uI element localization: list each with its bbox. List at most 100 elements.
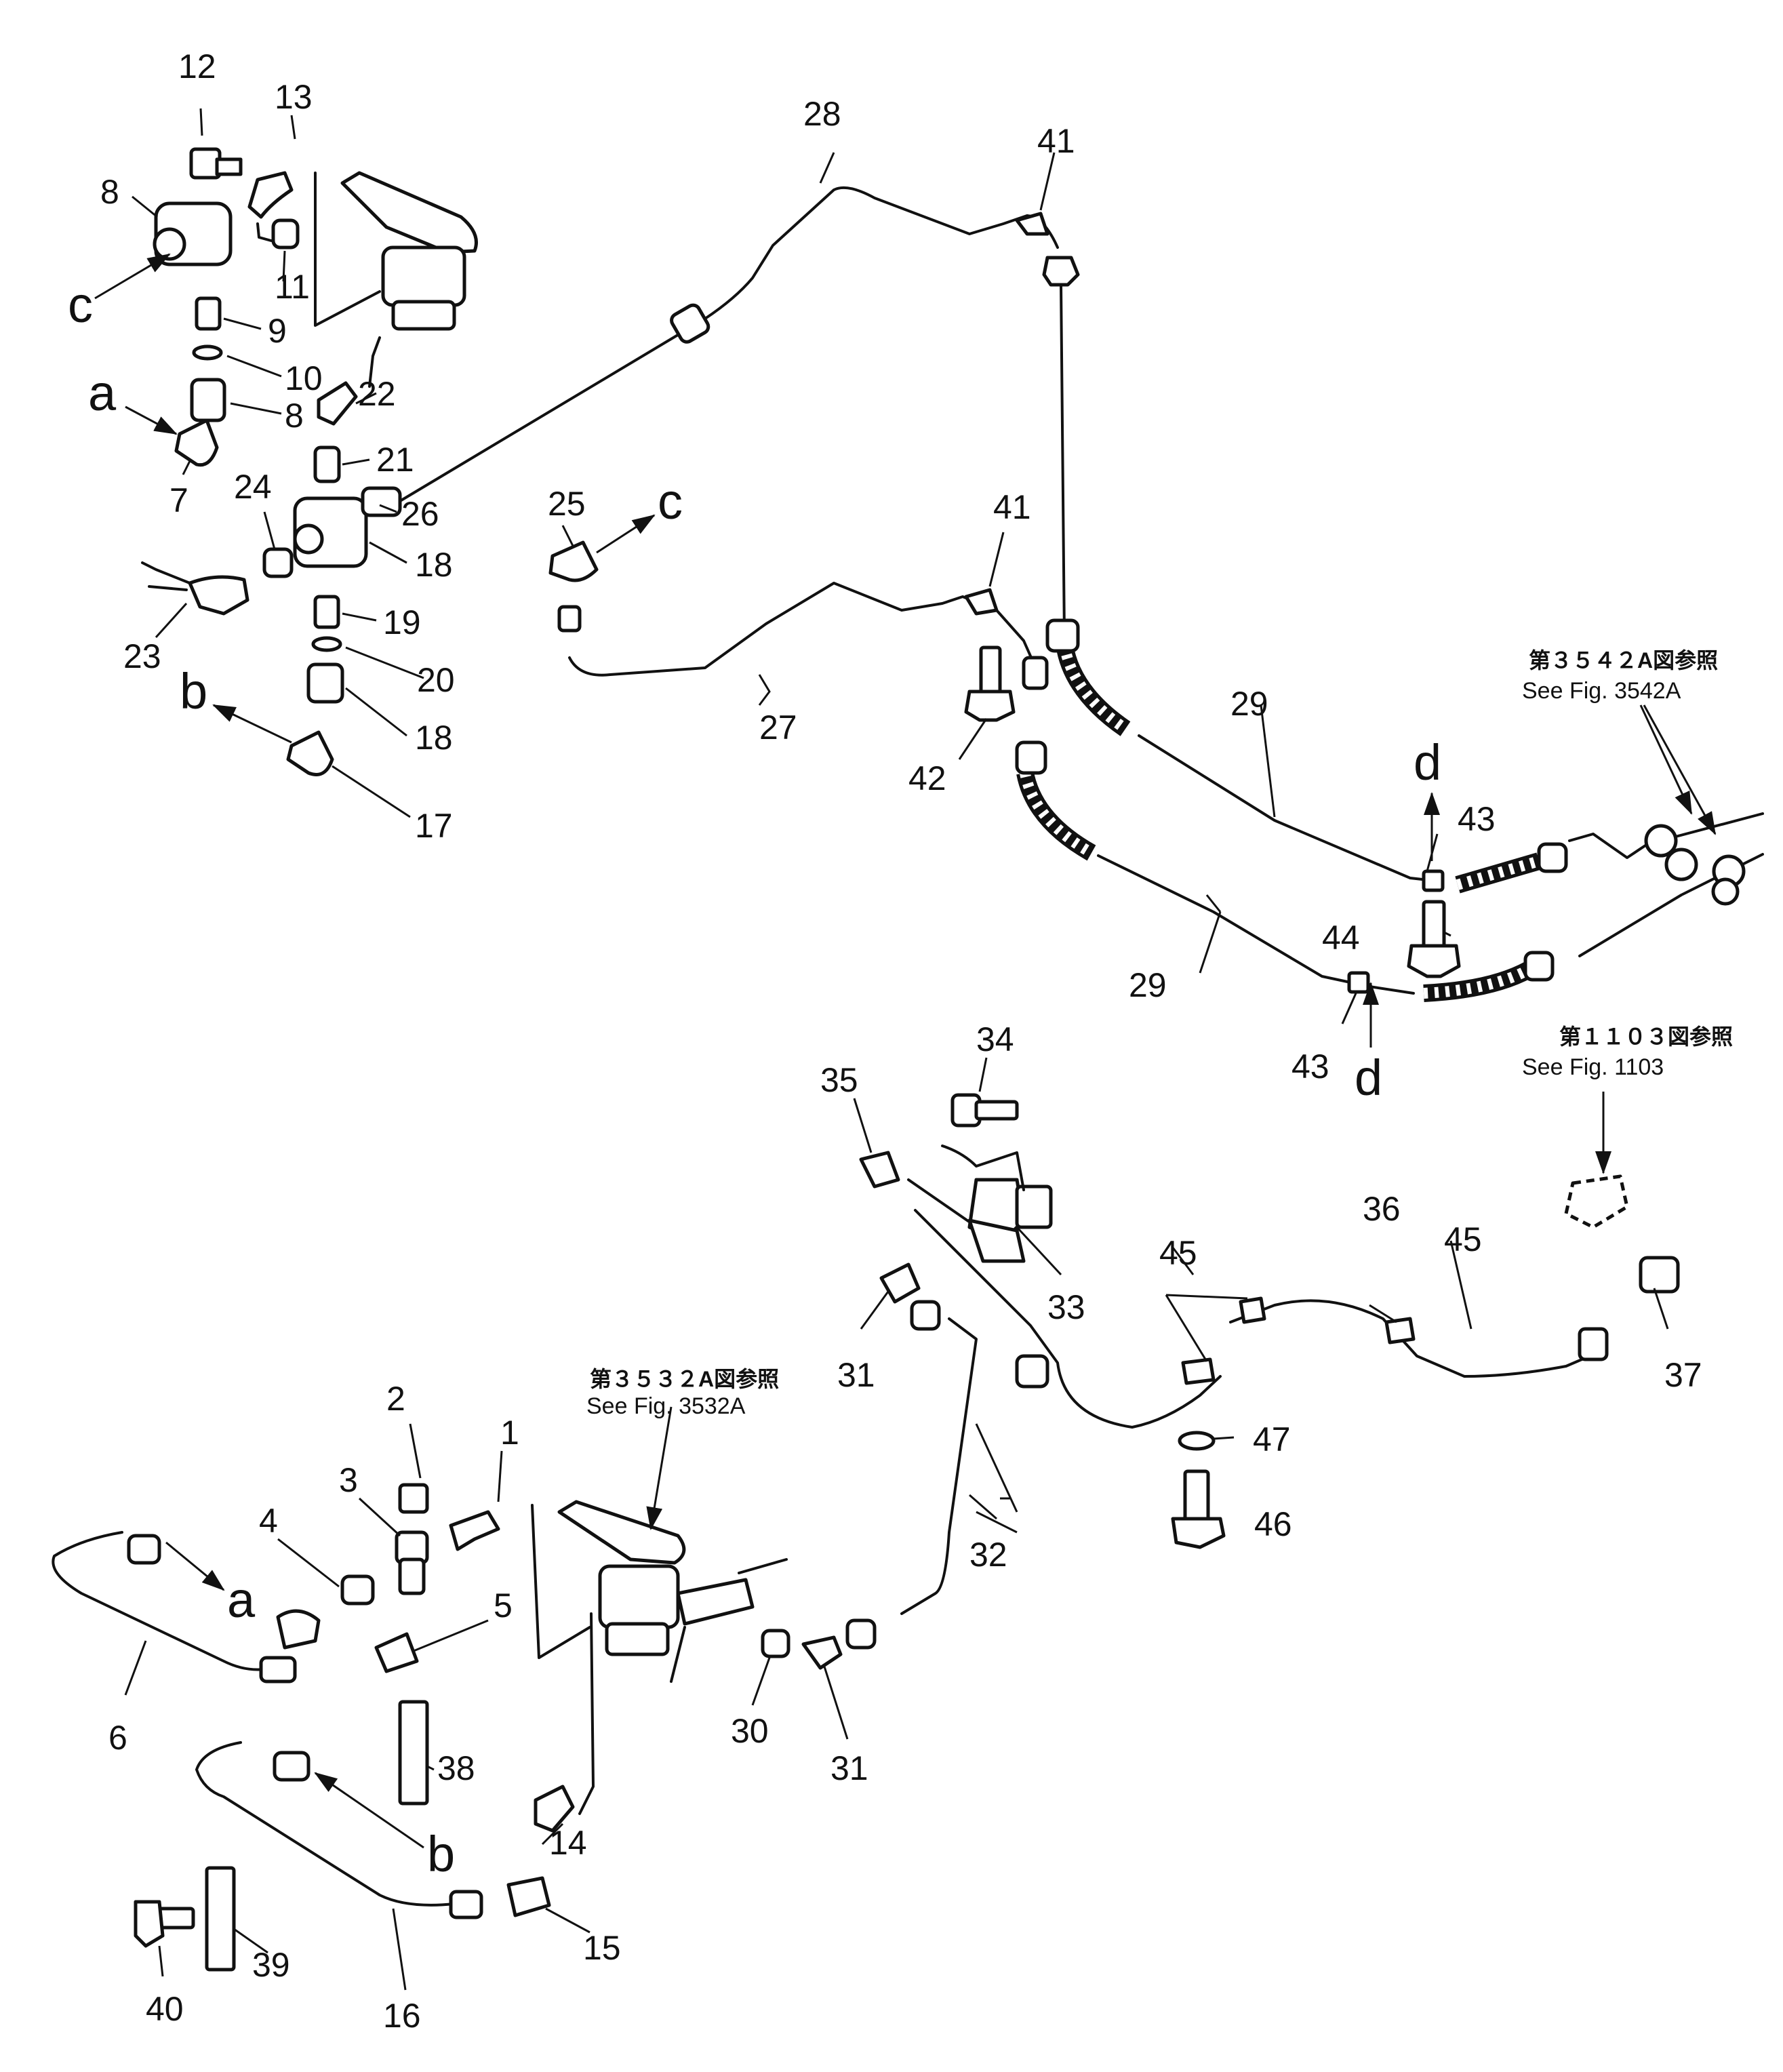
fitting-right-d-icon [1711,877,1740,906]
pipe-lines [52,172,1764,1907]
nut-6-top-icon [127,1534,161,1565]
callout-35: 35 [820,1061,858,1099]
callout-13: 13 [275,78,313,116]
callout-29-upper: 29 [1230,685,1268,723]
elbow-31-lower-icon [801,1635,843,1670]
elbow-22-icon [317,381,358,426]
clip-45-b-icon [1384,1317,1416,1344]
callout-47: 47 [1253,1420,1291,1458]
pipe-13 [314,172,381,327]
callout-1: 1 [500,1414,519,1452]
callout-29-lower: 29 [1129,966,1167,1004]
mark-b-top: b [180,663,207,719]
callout-10: 10 [285,359,323,397]
callout-20: 20 [417,661,455,699]
figure-references: 第３５４２A図参照 See Fig. 3542A 第１１０３図参照 See Fi… [586,648,1733,1419]
mark-a-top: a [88,365,117,421]
callout-15: 15 [583,1929,621,1967]
callout-36: 36 [1363,1190,1401,1228]
mark-a-bottom: a [227,1572,256,1628]
callout-44: 44 [1322,919,1360,957]
bracket-39-icon [205,1866,236,1972]
callout-31-lower: 31 [830,1749,868,1787]
nut-32-icon [845,1618,877,1650]
clip-45-a-icon [1239,1296,1266,1324]
callout-8-upper: 8 [100,173,119,211]
pipe-28 [395,186,1059,504]
elbow-37-icon [1639,1256,1680,1294]
ref-3542a-jp: 第３５４２A図参照 [1529,648,1718,673]
pipe-16 [195,1741,456,1907]
callout-28: 28 [803,95,841,133]
ref-3532a-jp: 第３５３２A図参照 [590,1367,779,1391]
arrow-c-right [596,514,656,554]
pipe-28-drop [1060,283,1066,639]
pipe-36 [1229,1299,1591,1378]
clamp-35-icon [859,1151,900,1189]
callout-11: 11 [275,268,310,306]
callout-33: 33 [1047,1288,1085,1326]
washer-47-icon [1178,1431,1216,1451]
clip-45-c-icon [1181,1357,1216,1385]
callout-42: 42 [908,759,946,797]
clip-41-lower-icon [964,588,999,616]
pipe-14 [578,1612,595,1815]
callout-2: 2 [386,1380,405,1418]
elbow-7-icon [174,418,219,467]
ref-3532a-en: See Fig. 3532A [586,1393,746,1419]
fitting-29b-icon [1015,740,1047,775]
lever-lower-icon [557,1500,686,1565]
nut-8-icon [190,378,226,422]
parts [127,147,1746,1972]
callout-17: 17 [415,807,453,845]
pipe-29-lower [1097,854,1415,995]
elbow-13-icon [247,171,294,219]
pipe-22 [368,336,381,388]
bracket-38-icon [398,1700,429,1806]
pipe-29-upper [1138,734,1442,883]
callout-8-lower: 8 [285,397,304,435]
callout-27: 27 [759,709,797,746]
elbow-31-upper-icon [879,1262,921,1304]
mark-c-left: c [68,277,93,333]
arrows [94,253,1717,1849]
ref-3542a-en: See Fig. 3542A [1522,678,1681,704]
callout-46: 46 [1254,1505,1292,1543]
callout-23: 23 [123,637,161,675]
pipe-11 [256,222,273,242]
callout-4: 4 [259,1502,278,1540]
callout-25: 25 [548,485,586,523]
callout-16: 16 [383,1997,421,2035]
callout-21: 21 [376,441,414,479]
fig-1103-component-icon [1564,1174,1629,1229]
switch-23-icon [188,575,249,616]
callout-41-lower: 41 [993,488,1031,526]
mark-c-right: c [658,473,683,530]
nut-41-icon [1042,256,1080,287]
elbow-5-icon [374,1632,419,1673]
plug-24-icon [262,547,294,578]
callout-43-upper: 43 [1458,800,1496,838]
arrow-a-top [125,405,178,435]
callout-43-lower: 43 [1291,1048,1329,1085]
pipe-29-upper-end [1568,833,1649,859]
arrow-c-top [94,253,171,300]
mark-b-bottom: b [427,1826,455,1882]
sleeve-9-icon [195,296,222,331]
callout-numbers: 12 13 8 11 9 10 8 22 7 21 26 24 18 23 19… [100,47,1702,2035]
elbow-1-icon [449,1510,500,1551]
callout-18-lower: 18 [415,719,453,757]
cap-11-icon [271,218,300,250]
hose-29-upper-left [1056,642,1131,736]
callout-6: 6 [108,1719,127,1757]
arrow-b-bottom [314,1772,424,1849]
callout-3: 3 [339,1461,358,1499]
elbow-14-icon [534,1785,575,1833]
lever-upper-icon [340,171,478,254]
arrow-3542a-2 [1643,704,1717,835]
washer-10-icon [192,344,223,361]
fitting-2-icon [398,1483,429,1514]
plug-4-icon [340,1574,375,1606]
arrow-3532a [646,1406,673,1530]
